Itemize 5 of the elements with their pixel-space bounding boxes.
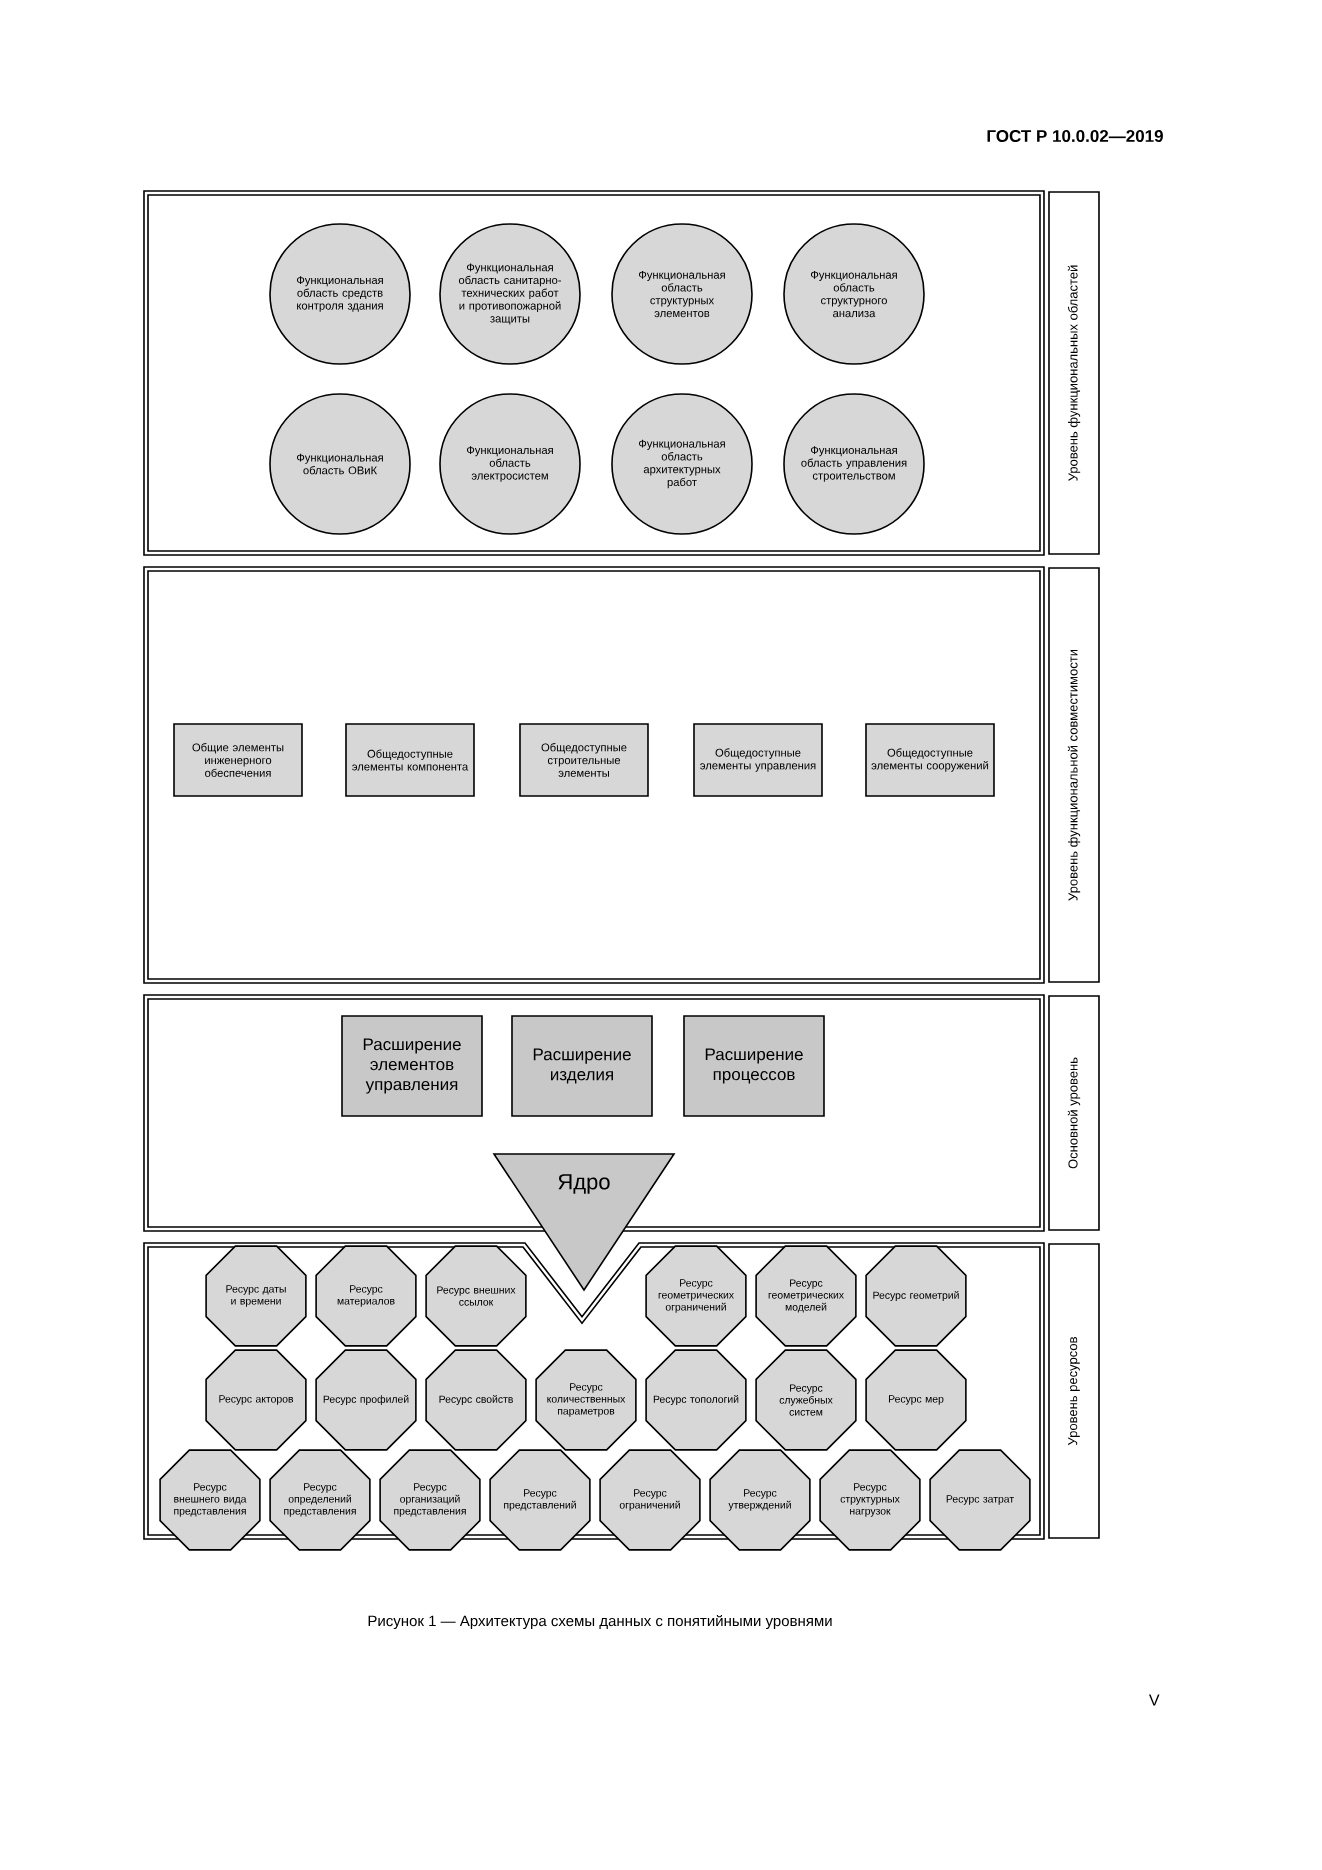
extension-box: Расширение элементов управления [341, 1015, 483, 1117]
page-number: V [1149, 1694, 1160, 1706]
extension-box: Расширение изделия [511, 1015, 653, 1117]
extension-box: Расширение процессов [683, 1015, 825, 1117]
page-header: ГОСТ Р 10.0.02—2019 [987, 130, 1163, 143]
